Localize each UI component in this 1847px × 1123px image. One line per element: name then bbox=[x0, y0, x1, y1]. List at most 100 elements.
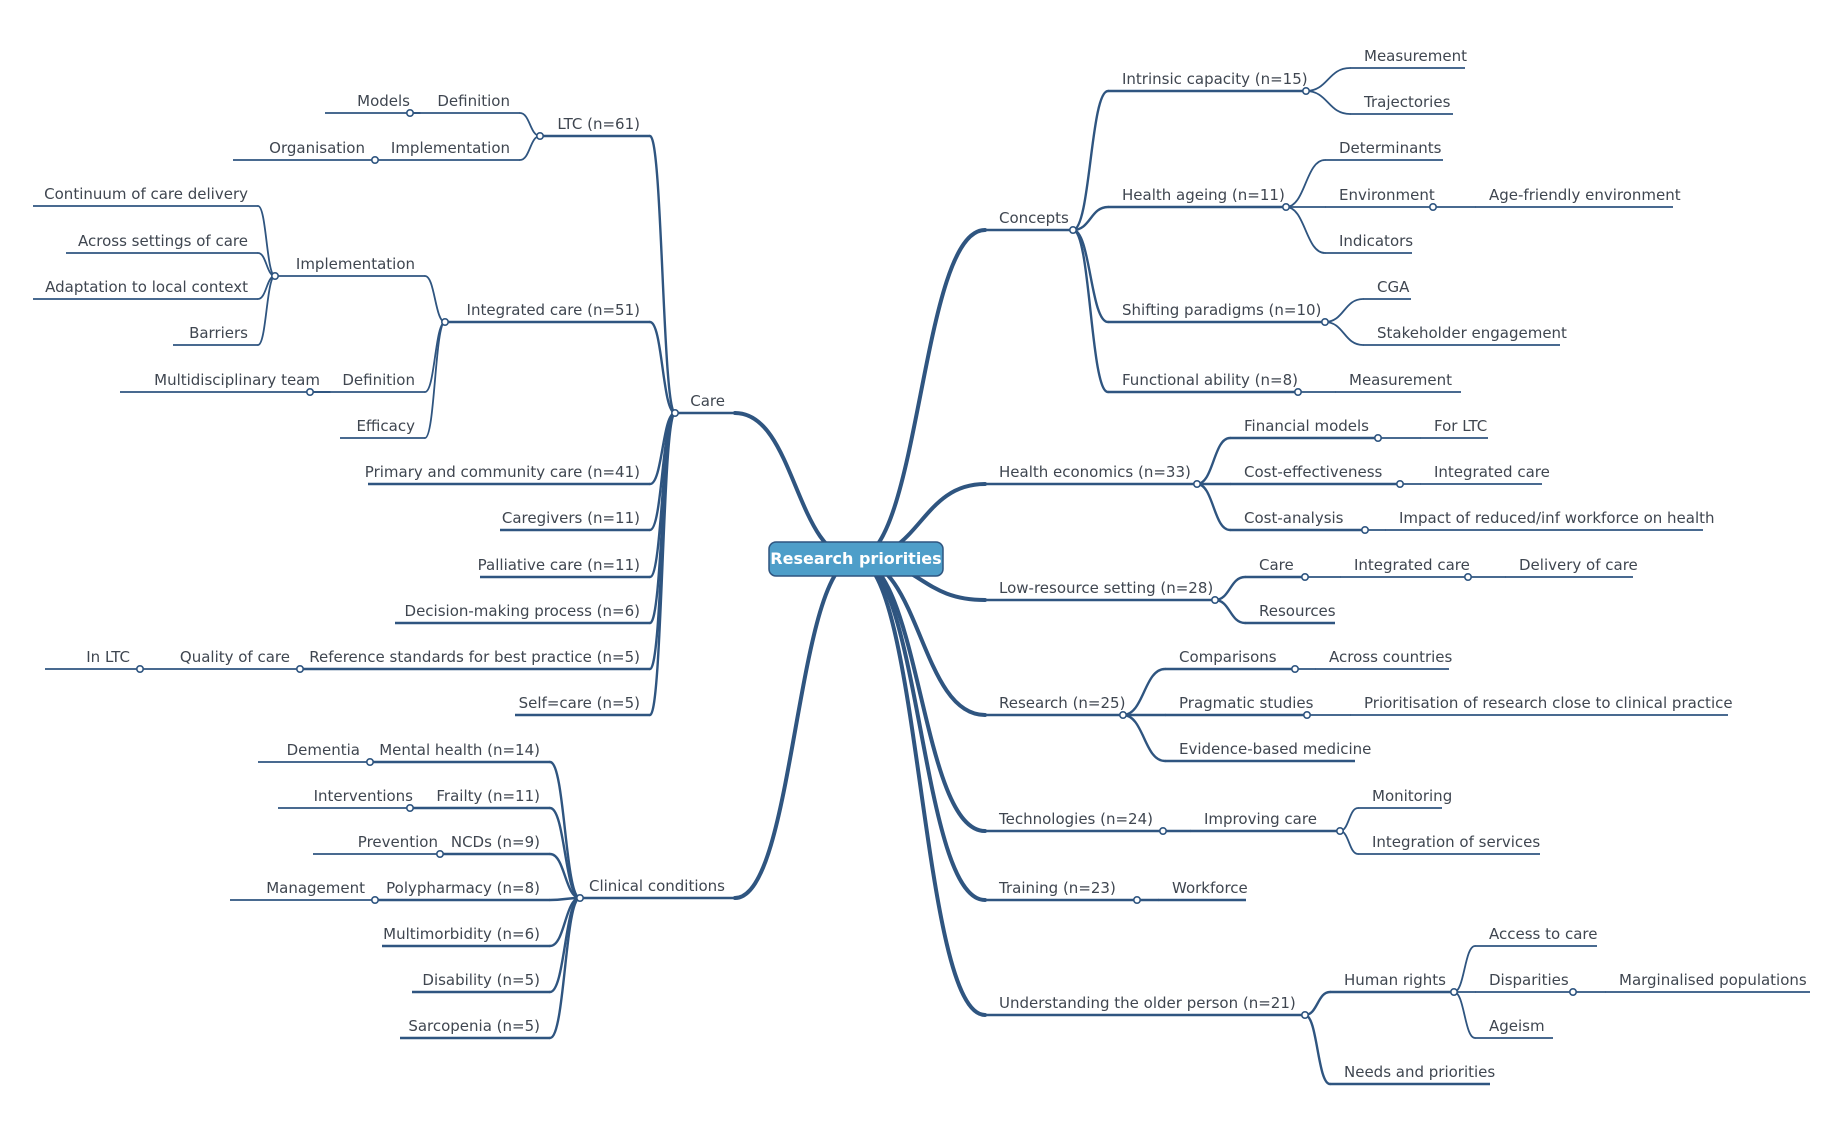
node-label-polypharmacy-n-8[interactable]: Polypharmacy (n=8) bbox=[386, 879, 540, 897]
node-label-low-resource-setting-n-28[interactable]: Low-resource setting (n=28) bbox=[999, 579, 1213, 597]
link-functional-ability-n-8 bbox=[1071, 228, 1110, 394]
node-label-palliative-care-n-11[interactable]: Palliative care (n=11) bbox=[478, 556, 640, 574]
node-label-ageism[interactable]: Ageism bbox=[1489, 1017, 1545, 1035]
node-label-integrated-care-n-51[interactable]: Integrated care (n=51) bbox=[467, 301, 640, 319]
node-label-cost-analysis[interactable]: Cost-analysis bbox=[1244, 509, 1344, 527]
link-resources bbox=[1213, 598, 1247, 625]
root-node-box bbox=[768, 541, 944, 577]
node-label-multidisciplinary-team[interactable]: Multidisciplinary team bbox=[154, 371, 320, 389]
link-implementation bbox=[519, 135, 541, 161]
junction-health-economics-n-33 bbox=[1193, 479, 1202, 488]
link-evidence-based-medicine bbox=[1121, 713, 1167, 763]
node-label-clinical-conditions[interactable]: Clinical conditions bbox=[589, 877, 725, 895]
node-label-adaptation-to-local-context[interactable]: Adaptation to local context bbox=[45, 278, 248, 296]
link-intrinsic-capacity-n-15 bbox=[1071, 89, 1110, 232]
node-label-impact-of-reduced-inf-workforce-on-health[interactable]: Impact of reduced/inf workforce on healt… bbox=[1399, 509, 1715, 527]
junction-shifting-paradigms-n-10 bbox=[1321, 317, 1330, 326]
node-label-ncds-n-9[interactable]: NCDs (n=9) bbox=[451, 833, 540, 851]
node-label-concepts[interactable]: Concepts bbox=[999, 209, 1069, 227]
node-label-quality-of-care[interactable]: Quality of care bbox=[180, 648, 290, 666]
node-label-implementation[interactable]: Implementation bbox=[391, 139, 510, 157]
link-measurement bbox=[1305, 67, 1351, 92]
node-label-access-to-care[interactable]: Access to care bbox=[1489, 925, 1597, 943]
node-label-sarcopenia-n-5[interactable]: Sarcopenia (n=5) bbox=[408, 1017, 540, 1035]
link-training-n-23 bbox=[854, 557, 987, 902]
mindmap-nodes: Concepts Intrinsic capacity (n=15) Measure… bbox=[44, 47, 1807, 1081]
node-label-trajectories[interactable]: Trajectories bbox=[1363, 93, 1451, 111]
node-label-environment[interactable]: Environment bbox=[1339, 186, 1435, 204]
node-label-human-rights[interactable]: Human rights bbox=[1344, 971, 1446, 989]
link-integration-of-services bbox=[1339, 830, 1359, 855]
node-label-multimorbidity-n-6[interactable]: Multimorbidity (n=6) bbox=[383, 925, 540, 943]
node-label-across-settings-of-care[interactable]: Across settings of care bbox=[78, 232, 248, 250]
node-label-models[interactable]: Models bbox=[357, 92, 410, 110]
node-label-cost-effectiveness[interactable]: Cost-effectiveness bbox=[1244, 463, 1383, 481]
node-label-marginalised-populations[interactable]: Marginalised populations bbox=[1619, 971, 1807, 989]
link-access-to-care bbox=[1453, 945, 1476, 993]
node-label-intrinsic-capacity-n-15[interactable]: Intrinsic capacity (n=15) bbox=[1122, 70, 1308, 88]
node-label-integrated-care[interactable]: Integrated care bbox=[1354, 556, 1470, 574]
node-label-technologies-n-24[interactable]: Technologies (n=24) bbox=[998, 810, 1153, 828]
node-label-resources[interactable]: Resources bbox=[1259, 602, 1336, 620]
node-label-shifting-paradigms-n-10[interactable]: Shifting paradigms (n=10) bbox=[1122, 301, 1321, 319]
node-label-across-countries[interactable]: Across countries bbox=[1329, 648, 1453, 666]
node-label-workforce[interactable]: Workforce bbox=[1172, 879, 1248, 897]
node-label-functional-ability-n-8[interactable]: Functional ability (n=8) bbox=[1122, 371, 1298, 389]
node-label-disparities[interactable]: Disparities bbox=[1489, 971, 1569, 989]
node-label-comparisons[interactable]: Comparisons bbox=[1179, 648, 1277, 666]
node-label-disability-n-5[interactable]: Disability (n=5) bbox=[422, 971, 540, 989]
node-label-for-ltc[interactable]: For LTC bbox=[1434, 417, 1487, 435]
node-label-financial-models[interactable]: Financial models bbox=[1244, 417, 1369, 435]
node-label-organisation[interactable]: Organisation bbox=[269, 139, 365, 157]
root-node[interactable]: Research priorities bbox=[768, 541, 944, 577]
node-label-management[interactable]: Management bbox=[266, 879, 365, 897]
node-label-self-care-n-5[interactable]: Self=care (n=5) bbox=[519, 694, 640, 712]
node-label-in-ltc[interactable]: In LTC bbox=[86, 648, 130, 666]
node-label-mental-health-n-14[interactable]: Mental health (n=14) bbox=[379, 741, 540, 759]
node-label-integration-of-services[interactable]: Integration of services bbox=[1372, 833, 1540, 851]
node-label-measurement[interactable]: Measurement bbox=[1349, 371, 1452, 389]
node-label-primary-and-community-care-n-41[interactable]: Primary and community care (n=41) bbox=[365, 463, 640, 481]
node-label-decision-making-process-n-6[interactable]: Decision-making process (n=6) bbox=[405, 602, 640, 620]
node-label-improving-care[interactable]: Improving care bbox=[1204, 810, 1317, 828]
node-label-cga[interactable]: CGA bbox=[1377, 278, 1410, 296]
node-label-understanding-the-older-person-n-21[interactable]: Understanding the older person (n=21) bbox=[999, 994, 1296, 1012]
node-label-pragmatic-studies[interactable]: Pragmatic studies bbox=[1179, 694, 1314, 712]
node-label-health-ageing-n-11[interactable]: Health ageing (n=11) bbox=[1122, 186, 1285, 204]
node-label-barriers[interactable]: Barriers bbox=[189, 324, 248, 342]
node-label-measurement[interactable]: Measurement bbox=[1364, 47, 1467, 65]
node-label-prioritisation-of-research-close-to-clinical-practice[interactable]: Prioritisation of research close to clin… bbox=[1364, 694, 1733, 712]
node-label-evidence-based-medicine[interactable]: Evidence-based medicine bbox=[1179, 740, 1371, 758]
node-label-ltc-n-61[interactable]: LTC (n=61) bbox=[557, 115, 640, 133]
node-label-research-n-25[interactable]: Research (n=25) bbox=[999, 694, 1125, 712]
node-label-dementia[interactable]: Dementia bbox=[287, 741, 360, 759]
node-label-implementation[interactable]: Implementation bbox=[296, 255, 415, 273]
node-label-definition[interactable]: Definition bbox=[342, 371, 415, 389]
node-label-indicators[interactable]: Indicators bbox=[1339, 232, 1413, 250]
link-concepts bbox=[854, 228, 987, 561]
node-label-delivery-of-care[interactable]: Delivery of care bbox=[1519, 556, 1638, 574]
node-label-needs-and-priorities[interactable]: Needs and priorities bbox=[1344, 1063, 1495, 1081]
node-label-stakeholder-engagement[interactable]: Stakeholder engagement bbox=[1377, 324, 1567, 342]
node-label-integrated-care[interactable]: Integrated care bbox=[1434, 463, 1550, 481]
node-label-training-n-23[interactable]: Training (n=23) bbox=[998, 879, 1116, 897]
node-label-age-friendly-environment[interactable]: Age-friendly environment bbox=[1489, 186, 1681, 204]
link-understanding-the-older-person-n-21 bbox=[854, 557, 987, 1017]
node-label-care[interactable]: Care bbox=[1259, 556, 1294, 574]
link-cost-analysis bbox=[1195, 482, 1232, 532]
node-label-care[interactable]: Care bbox=[690, 392, 725, 410]
junction-health-ageing-n-11 bbox=[1282, 203, 1291, 212]
node-label-continuum-of-care-delivery[interactable]: Continuum of care delivery bbox=[44, 185, 248, 203]
node-label-prevention[interactable]: Prevention bbox=[358, 833, 438, 851]
node-label-reference-standards-for-best-practice-n-5[interactable]: Reference standards for best practice (n… bbox=[309, 648, 640, 666]
node-label-definition[interactable]: Definition bbox=[437, 92, 510, 110]
node-label-determinants[interactable]: Determinants bbox=[1339, 139, 1442, 157]
node-label-caregivers-n-11[interactable]: Caregivers (n=11) bbox=[502, 509, 640, 527]
node-label-health-economics-n-33[interactable]: Health economics (n=33) bbox=[999, 463, 1191, 481]
node-label-interventions[interactable]: Interventions bbox=[314, 787, 414, 805]
node-label-frailty-n-11[interactable]: Frailty (n=11) bbox=[436, 787, 540, 805]
junction-technologies-n-24 bbox=[1159, 826, 1168, 835]
node-label-efficacy[interactable]: Efficacy bbox=[356, 417, 415, 435]
node-label-monitoring[interactable]: Monitoring bbox=[1372, 787, 1452, 805]
